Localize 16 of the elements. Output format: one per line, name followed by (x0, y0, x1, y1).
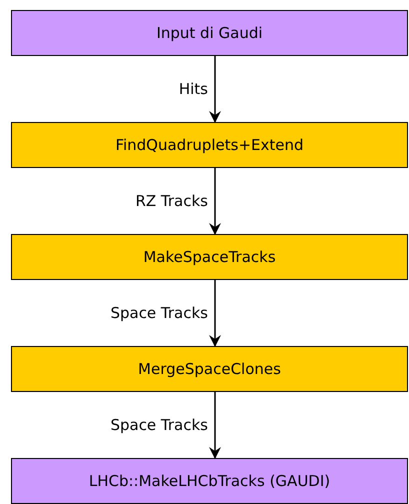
arrow (209, 392, 221, 459)
box-label: LHCb::MakeLHCbTracks (GAUDI) (88, 472, 330, 490)
process-box (11, 10, 408, 56)
arrow (209, 280, 221, 347)
process-box (11, 458, 408, 504)
arrow (209, 56, 221, 123)
process-box (11, 346, 408, 392)
arrow (209, 168, 221, 235)
process-box (11, 234, 408, 280)
process-box (11, 122, 408, 168)
box-label: MakeSpaceTracks (143, 248, 276, 266)
box-label: MergeSpaceClones (138, 360, 281, 378)
edge-label: Space Tracks (110, 304, 208, 322)
edge-label: Space Tracks (110, 416, 208, 434)
box-label: FindQuadruplets+Extend (115, 136, 304, 154)
box-label: Input di Gaudi (156, 24, 263, 42)
